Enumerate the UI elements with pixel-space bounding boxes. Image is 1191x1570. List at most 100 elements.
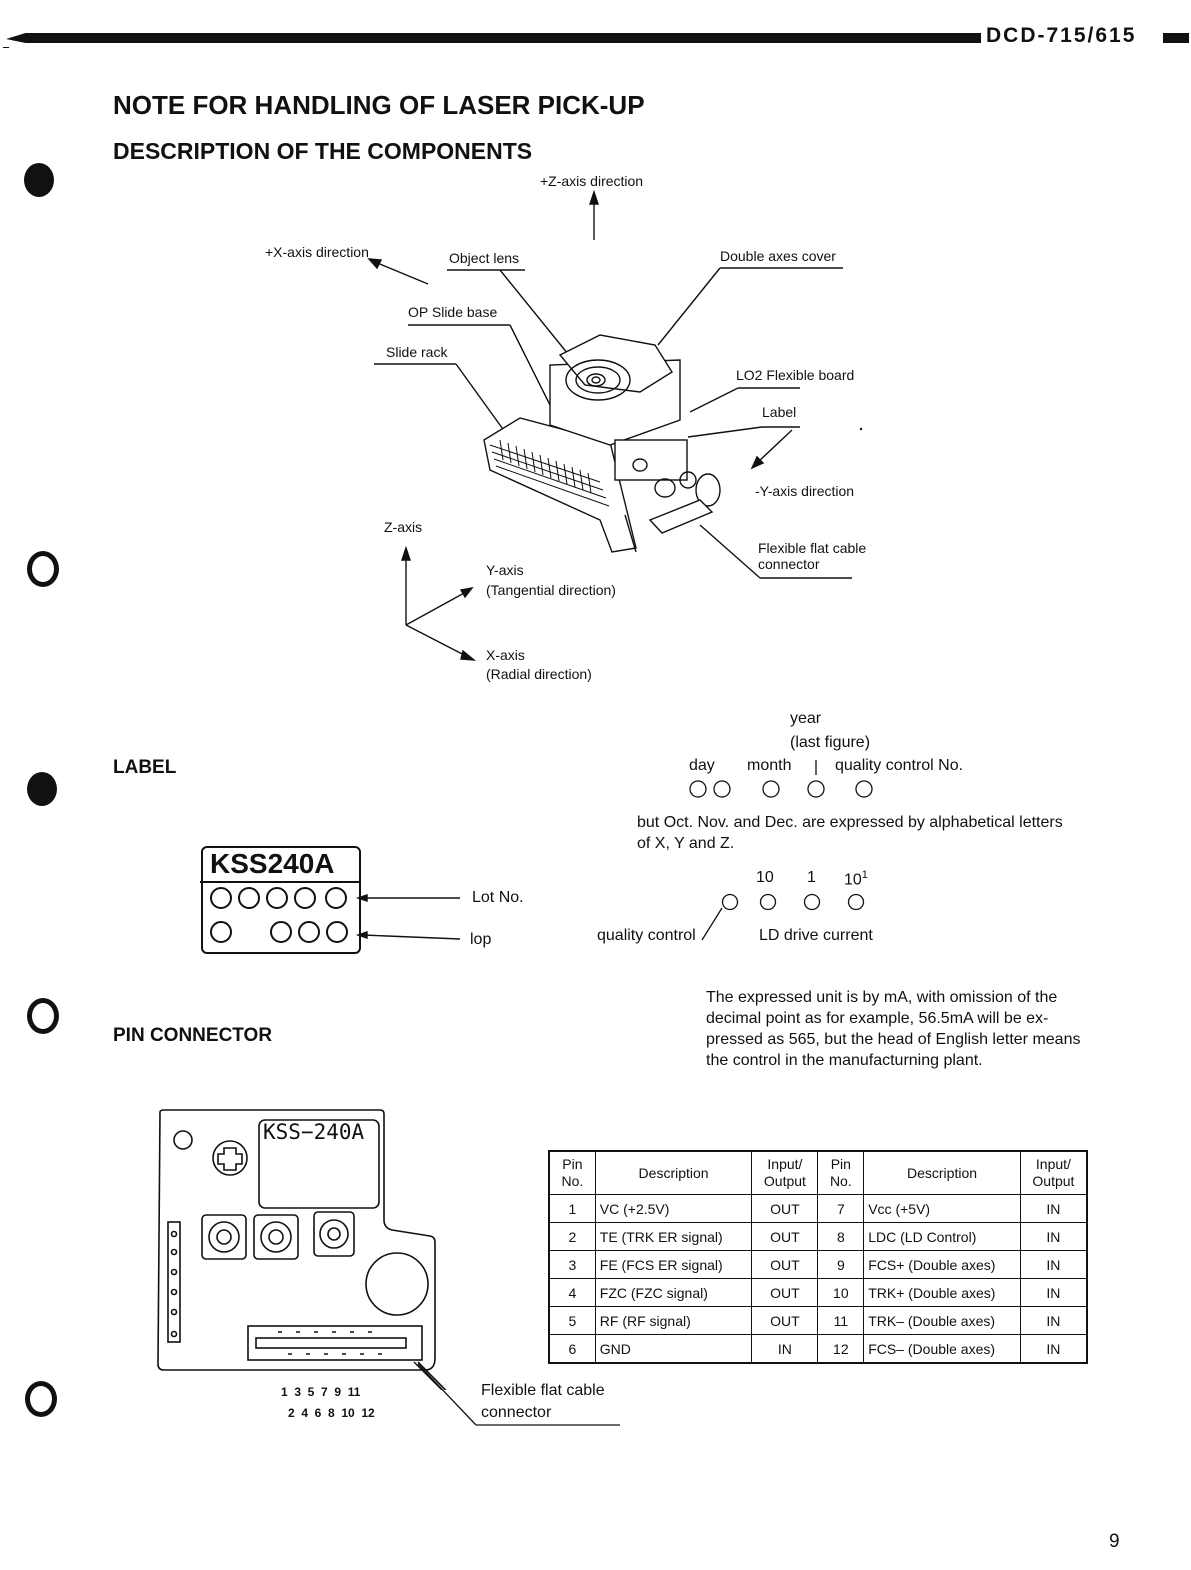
col-pin-no: Pin No. [548,1150,596,1195]
label-model: KSS240A [210,848,335,879]
lot-digit [325,887,347,909]
quality-control-label: quality control [597,927,696,944]
io-cell: IN [1019,1222,1088,1251]
lot-digit [210,887,232,909]
y-direction-label: -Y-axis direction [755,483,855,499]
description-cell: VC (+2.5V) [594,1194,753,1223]
ffc-label-2: connector [481,1404,552,1421]
odd-pin-numbers: 1 3 5 7 9 11 [281,1385,361,1399]
table-row: 1 VC (+2.5V) OUT 7 Vcc (+5V) IN [548,1194,1088,1223]
month-label: month [747,757,792,774]
pin-no-cell: 3 [548,1250,596,1279]
lot-legend-digits [689,760,873,798]
label-divider [200,881,360,883]
lot-digit [294,887,316,909]
margin-tick [3,47,9,48]
io-cell: IN [1019,1250,1088,1279]
binder-hole [27,551,59,587]
pin-table: Pin No. Description Input/ Output Pin No… [548,1150,1088,1364]
description-cell: FZC (FZC signal) [594,1278,753,1307]
description-cell: Vcc (+5V) [863,1194,1021,1223]
binder-hole [24,163,54,197]
iop-digit [326,921,348,943]
model-number: DCD-715/615 [986,24,1137,47]
pin-table-header: Pin No. Description Input/ Output Pin No… [548,1150,1088,1195]
table-row: 2 TE (TRK ER signal) OUT 8 LDC (LD Contr… [548,1222,1088,1251]
io-cell: OUT [751,1194,819,1223]
table-row: 4 FZC (FZC signal) OUT 10 TRK+ (Double a… [548,1278,1088,1307]
y-axis-note: (Tangential direction) [486,582,616,598]
lot-digit [266,887,288,909]
col-description-2: Description [863,1150,1021,1195]
header-rule-end [1163,33,1189,43]
page-title: NOTE FOR HANDLING OF LASER PICK-UP [113,90,645,120]
col-pin-no-2: Pin No. [817,1150,865,1195]
op-slide-base-label: OP Slide base [408,304,498,320]
description-cell: TRK– (Double axes) [863,1306,1021,1335]
binder-hole [27,998,59,1034]
iop-digit [298,921,320,943]
io-cell: IN [751,1334,819,1364]
day-label: day [689,757,715,774]
description-cell: FCS+ (Double axes) [863,1250,1021,1279]
unit-note-line-2: decimal point as for example, 56.5mA wil… [706,1010,1049,1027]
col-description: Description [594,1150,753,1195]
page-number: 9 [1109,1531,1120,1552]
pickup-diagram [367,189,863,661]
header-rule [6,33,981,43]
binder-hole [25,1381,57,1417]
pin-no-cell: 10 [817,1278,865,1307]
col-io-2: Input/ Output [1019,1150,1088,1195]
description-cell: TE (TRK ER signal) [594,1222,753,1251]
section-title: DESCRIPTION OF THE COMPONENTS [113,138,533,164]
pin-no-cell: 11 [817,1306,865,1335]
double-axes-cover-label: Double axes cover [720,248,836,264]
table-row: 3 FE (FCS ER signal) OUT 9 FCS+ (Double … [548,1250,1088,1279]
quality-control-no-label: quality control No. [835,757,964,774]
month-note-2: of X, Y and Z. [637,835,735,852]
unit-note-line-4: the control in the manufacturning plant. [706,1052,983,1069]
unit-note: The expressed unit is by mA, with omissi… [706,987,1094,1071]
label-leaders [355,894,461,940]
label-plate [201,846,361,954]
pin-no-cell: 2 [548,1222,596,1251]
current-legend-digits [701,893,865,941]
io-cell: OUT [751,1250,819,1279]
pin-no-cell: 6 [548,1334,596,1364]
iop-digit [210,921,232,943]
io-cell: IN [1019,1334,1088,1364]
pin-no-cell: 12 [817,1334,865,1364]
digit-tenth-exponent: 1 [861,869,868,881]
label-label: Label [762,404,797,420]
digit-10-label: 10 [756,869,774,886]
description-cell: LDC (LD Control) [863,1222,1021,1251]
unit-note-line-1: The expressed unit is by mA, with omissi… [706,989,1058,1006]
io-cell: IN [1019,1194,1088,1223]
z-axis-label: Z-axis [384,519,423,535]
even-pin-numbers: 2 4 6 8 10 12 [288,1406,375,1420]
pin-no-cell: 5 [548,1306,596,1335]
ffc-label: Flexible flat cable [481,1382,605,1399]
pcb-model-label: KSS−240A [263,1120,365,1144]
object-lens-label: Object lens [449,250,520,266]
description-cell: GND [594,1334,753,1364]
ffc-connector-label-2: connector [758,556,820,572]
digit-tenth-label: 101 [844,869,868,889]
pin-no-cell: 1 [548,1194,596,1223]
z-direction-label: +Z-axis direction [540,173,644,189]
ld-drive-current-label: LD drive current [759,927,873,944]
x-axis-note: (Radial direction) [486,666,592,682]
pin-no-cell: 7 [817,1194,865,1223]
col-io: Input/ Output [751,1150,819,1195]
pin-no-cell: 4 [548,1278,596,1307]
label-heading: LABEL [113,757,177,778]
last-figure-label: (last figure) [790,734,871,751]
ffc-connector-label: Flexible flat cable [758,540,867,556]
pin-no-cell: 8 [817,1222,865,1251]
digit-tenth-base: 10 [844,871,862,889]
description-cell: FE (FCS ER signal) [594,1250,753,1279]
pin-connector-heading: PIN CONNECTOR [113,1025,273,1046]
lot-no-label: Lot No. [472,889,524,906]
description-cell: FCS– (Double axes) [863,1334,1021,1364]
year-label: year [790,710,822,727]
